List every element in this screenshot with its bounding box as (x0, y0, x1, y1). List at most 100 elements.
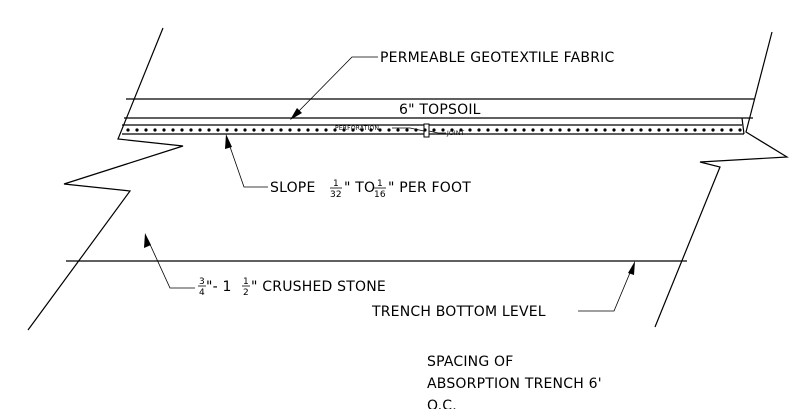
stone-mid: "- 1 (206, 279, 232, 295)
geotextile-leader (295, 56, 378, 115)
perforation-dot (603, 128, 607, 132)
perforation-dot (189, 128, 193, 132)
perforation-dot (423, 128, 427, 132)
perforation-dot (252, 128, 256, 132)
spacing-line-2: ABSORPTION TRENCH 6' (427, 376, 602, 392)
stone-frac2-den: 2 (243, 288, 249, 298)
stone-arrowhead (144, 233, 151, 248)
perforation-dot (432, 128, 436, 132)
perforation-dot (684, 128, 688, 132)
perforation-dot (729, 128, 733, 132)
geotextile-label: PERMEABLE GEOTEXTILE FABRIC (380, 50, 614, 66)
perforation-dot (567, 128, 571, 132)
perforation-dot (387, 128, 391, 132)
perforation-dot (540, 128, 544, 132)
geotextile-arrowhead (290, 108, 302, 120)
perforation-dot (531, 128, 535, 132)
spacing-line-1: SPACING OF (427, 354, 514, 370)
perforation-dot (333, 128, 337, 132)
perforation-dot (360, 128, 364, 132)
stone-suffix: " CRUSHED STONE (251, 279, 386, 295)
joint-label: JOINT (446, 130, 465, 137)
perforation-dot (126, 128, 130, 132)
perforation-dot (306, 128, 310, 132)
stone-label: 3 4 "- 1 1 2 " CRUSHED STONE (198, 277, 386, 298)
perforation-dot (657, 128, 661, 132)
perforation-dot (504, 128, 508, 132)
perforation-dot (135, 128, 139, 132)
perforation-dot (162, 128, 166, 132)
slope-suffix: " PER FOOT (388, 180, 471, 196)
perforation-dot (405, 128, 409, 132)
trench-bottom-arrowhead (628, 261, 635, 275)
slope-mid: " TO (344, 180, 375, 196)
pipe-end-cap (741, 117, 745, 135)
joint-leader (428, 130, 446, 134)
perforation-dot (630, 128, 634, 132)
perforation-dot (495, 128, 499, 132)
perforation-dot (720, 128, 724, 132)
perforation-dot (738, 128, 742, 132)
perforation-dot (171, 128, 175, 132)
perforation-dot (378, 128, 382, 132)
slope-frac1-num: 1 (333, 179, 339, 189)
perforation-dot (297, 128, 301, 132)
perforation-dot (234, 128, 238, 132)
perforation-dot (270, 128, 274, 132)
perforation-dot (342, 128, 346, 132)
perforation-dot (549, 128, 553, 132)
perforation-dot (693, 128, 697, 132)
perforation-dot (144, 128, 148, 132)
slope-prefix: SLOPE (270, 180, 316, 196)
perforation-dot (477, 128, 481, 132)
perforation-dot (612, 128, 616, 132)
perforation-dot (450, 128, 454, 132)
stone-frac2-num: 1 (243, 277, 249, 287)
perforation-dot (216, 128, 220, 132)
perforation-dot (180, 128, 184, 132)
perforation-dot (486, 128, 490, 132)
perforation-dot (648, 128, 652, 132)
slope-frac2-den: 16 (374, 190, 386, 200)
perforation-dot (468, 128, 472, 132)
perforation-dot (522, 128, 526, 132)
trench-bottom-leader (578, 267, 633, 312)
slope-frac1-den: 32 (330, 190, 342, 200)
slope-frac2-num: 1 (377, 179, 383, 189)
perforation-dot (459, 128, 463, 132)
slope-label: SLOPE 1 32 " TO 1 16 " PER FOOT (270, 179, 471, 200)
stone-frac1-num: 3 (199, 277, 205, 287)
perforation-dot (396, 128, 400, 132)
slope-arrowhead (225, 134, 232, 149)
perforation-dot (261, 128, 265, 132)
left-trench-wall (27, 27, 184, 331)
perforation-dot (324, 128, 328, 132)
perforation-dot (639, 128, 643, 132)
perforation-dot (369, 128, 373, 132)
perforation-dot (585, 128, 589, 132)
slope-leader (227, 140, 268, 188)
perforation-dot (576, 128, 580, 132)
perforation-dot (288, 128, 292, 132)
trench-bottom-label: TRENCH BOTTOM LEVEL (371, 304, 546, 320)
perforation-dot (441, 128, 445, 132)
perforation-label: PERFORATION (335, 125, 379, 132)
perforation-dot (198, 128, 202, 132)
perforation-dot (675, 128, 679, 132)
perforation-dot (351, 128, 355, 132)
perforation-dot (207, 128, 211, 132)
perforation-dot (225, 128, 229, 132)
spacing-line-3: O.C. (427, 398, 457, 409)
perforation-dot (711, 128, 715, 132)
perforation-dot (153, 128, 157, 132)
perforation-leader (392, 127, 425, 132)
pipe-perforations (126, 128, 742, 132)
perforation-dot (315, 128, 319, 132)
stone-leader (147, 239, 195, 289)
topsoil-label: 6" TOPSOIL (399, 102, 481, 118)
stone-frac1-den: 4 (199, 288, 205, 298)
right-trench-wall (654, 31, 789, 328)
perforation-dot (513, 128, 517, 132)
perforation-dot (243, 128, 247, 132)
